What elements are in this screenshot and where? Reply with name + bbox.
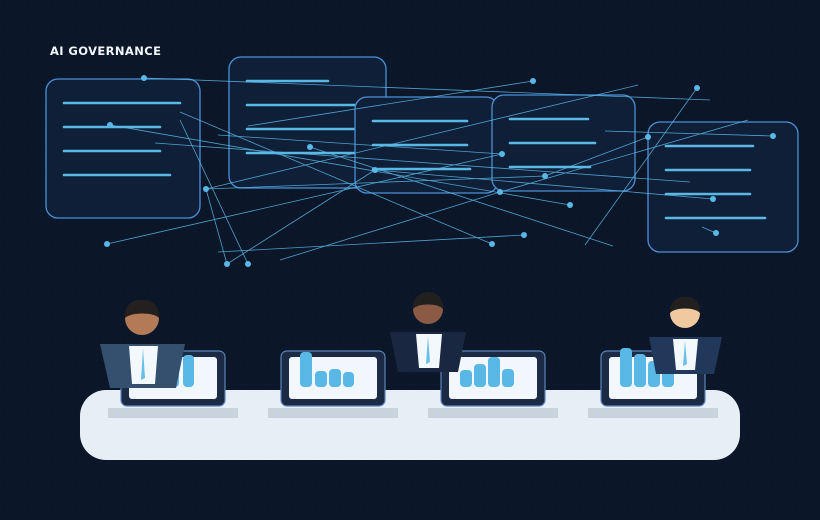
document-panels — [45, 56, 799, 253]
bar-chart-icon — [300, 352, 354, 387]
table-pads — [108, 408, 718, 418]
bar-chart-icon — [460, 357, 514, 387]
document-panel — [491, 94, 636, 192]
headline: AI GOVERNANCE — [50, 44, 162, 58]
network-nodes — [104, 75, 776, 267]
person — [649, 296, 722, 374]
laptop — [280, 350, 386, 407]
person — [100, 299, 185, 388]
laptop — [440, 350, 546, 407]
document-panel — [354, 96, 499, 194]
document-panel — [45, 78, 201, 219]
person — [390, 292, 466, 372]
conference-table — [80, 390, 740, 460]
network-lines — [106, 77, 774, 265]
document-panel — [647, 121, 799, 253]
